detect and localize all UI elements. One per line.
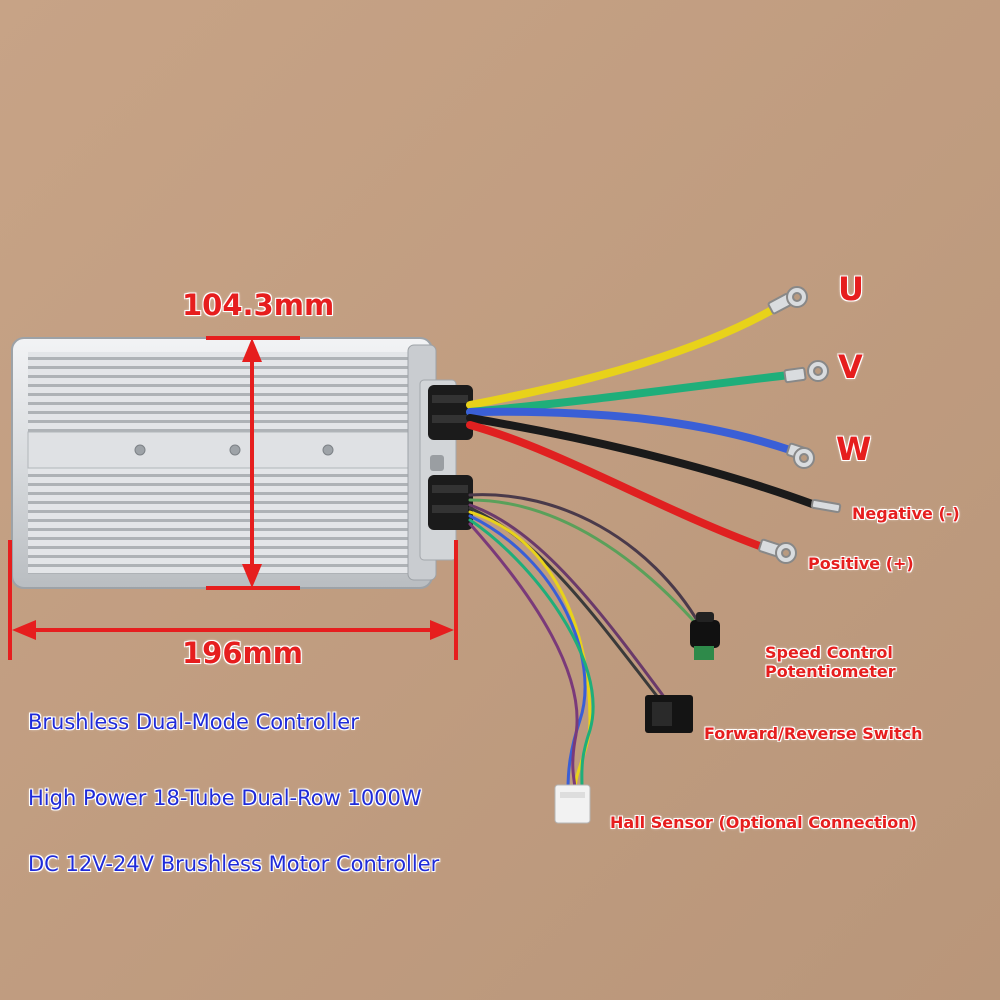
phase-u-label: U bbox=[838, 270, 864, 308]
width-dimension-label: 196mm bbox=[182, 636, 303, 670]
speed-control-line1: Speed Control bbox=[765, 643, 893, 662]
positive-label: Positive (+) bbox=[808, 554, 914, 573]
potentiometer bbox=[690, 612, 720, 660]
description-line-3: DC 12V-24V Brushless Motor Controller bbox=[28, 852, 440, 876]
hall-sensor-label: Hall Sensor (Optional Connection) bbox=[610, 813, 917, 832]
forward-reverse-switch bbox=[645, 695, 693, 733]
controller-housing bbox=[11, 337, 457, 589]
phase-v-label: V bbox=[838, 348, 863, 386]
speed-control-label: Speed Control Potentiometer bbox=[765, 643, 896, 681]
phase-w-label: W bbox=[836, 430, 872, 468]
switch-label: Forward/Reverse Switch bbox=[704, 724, 923, 743]
ring-terminals bbox=[758, 286, 842, 564]
cable-glands bbox=[428, 385, 473, 530]
signal-wires bbox=[468, 493, 702, 792]
negative-label: Negative (-) bbox=[852, 504, 960, 523]
hall-connector bbox=[554, 784, 591, 824]
dimension-arrows bbox=[8, 336, 458, 660]
speed-control-line2: Potentiometer bbox=[765, 662, 896, 681]
power-wires bbox=[466, 306, 819, 552]
height-dimension-label: 104.3mm bbox=[182, 288, 335, 322]
description-line-1: Brushless Dual-Mode Controller bbox=[28, 710, 359, 734]
description-line-2: High Power 18-Tube Dual-Row 1000W bbox=[28, 786, 422, 810]
